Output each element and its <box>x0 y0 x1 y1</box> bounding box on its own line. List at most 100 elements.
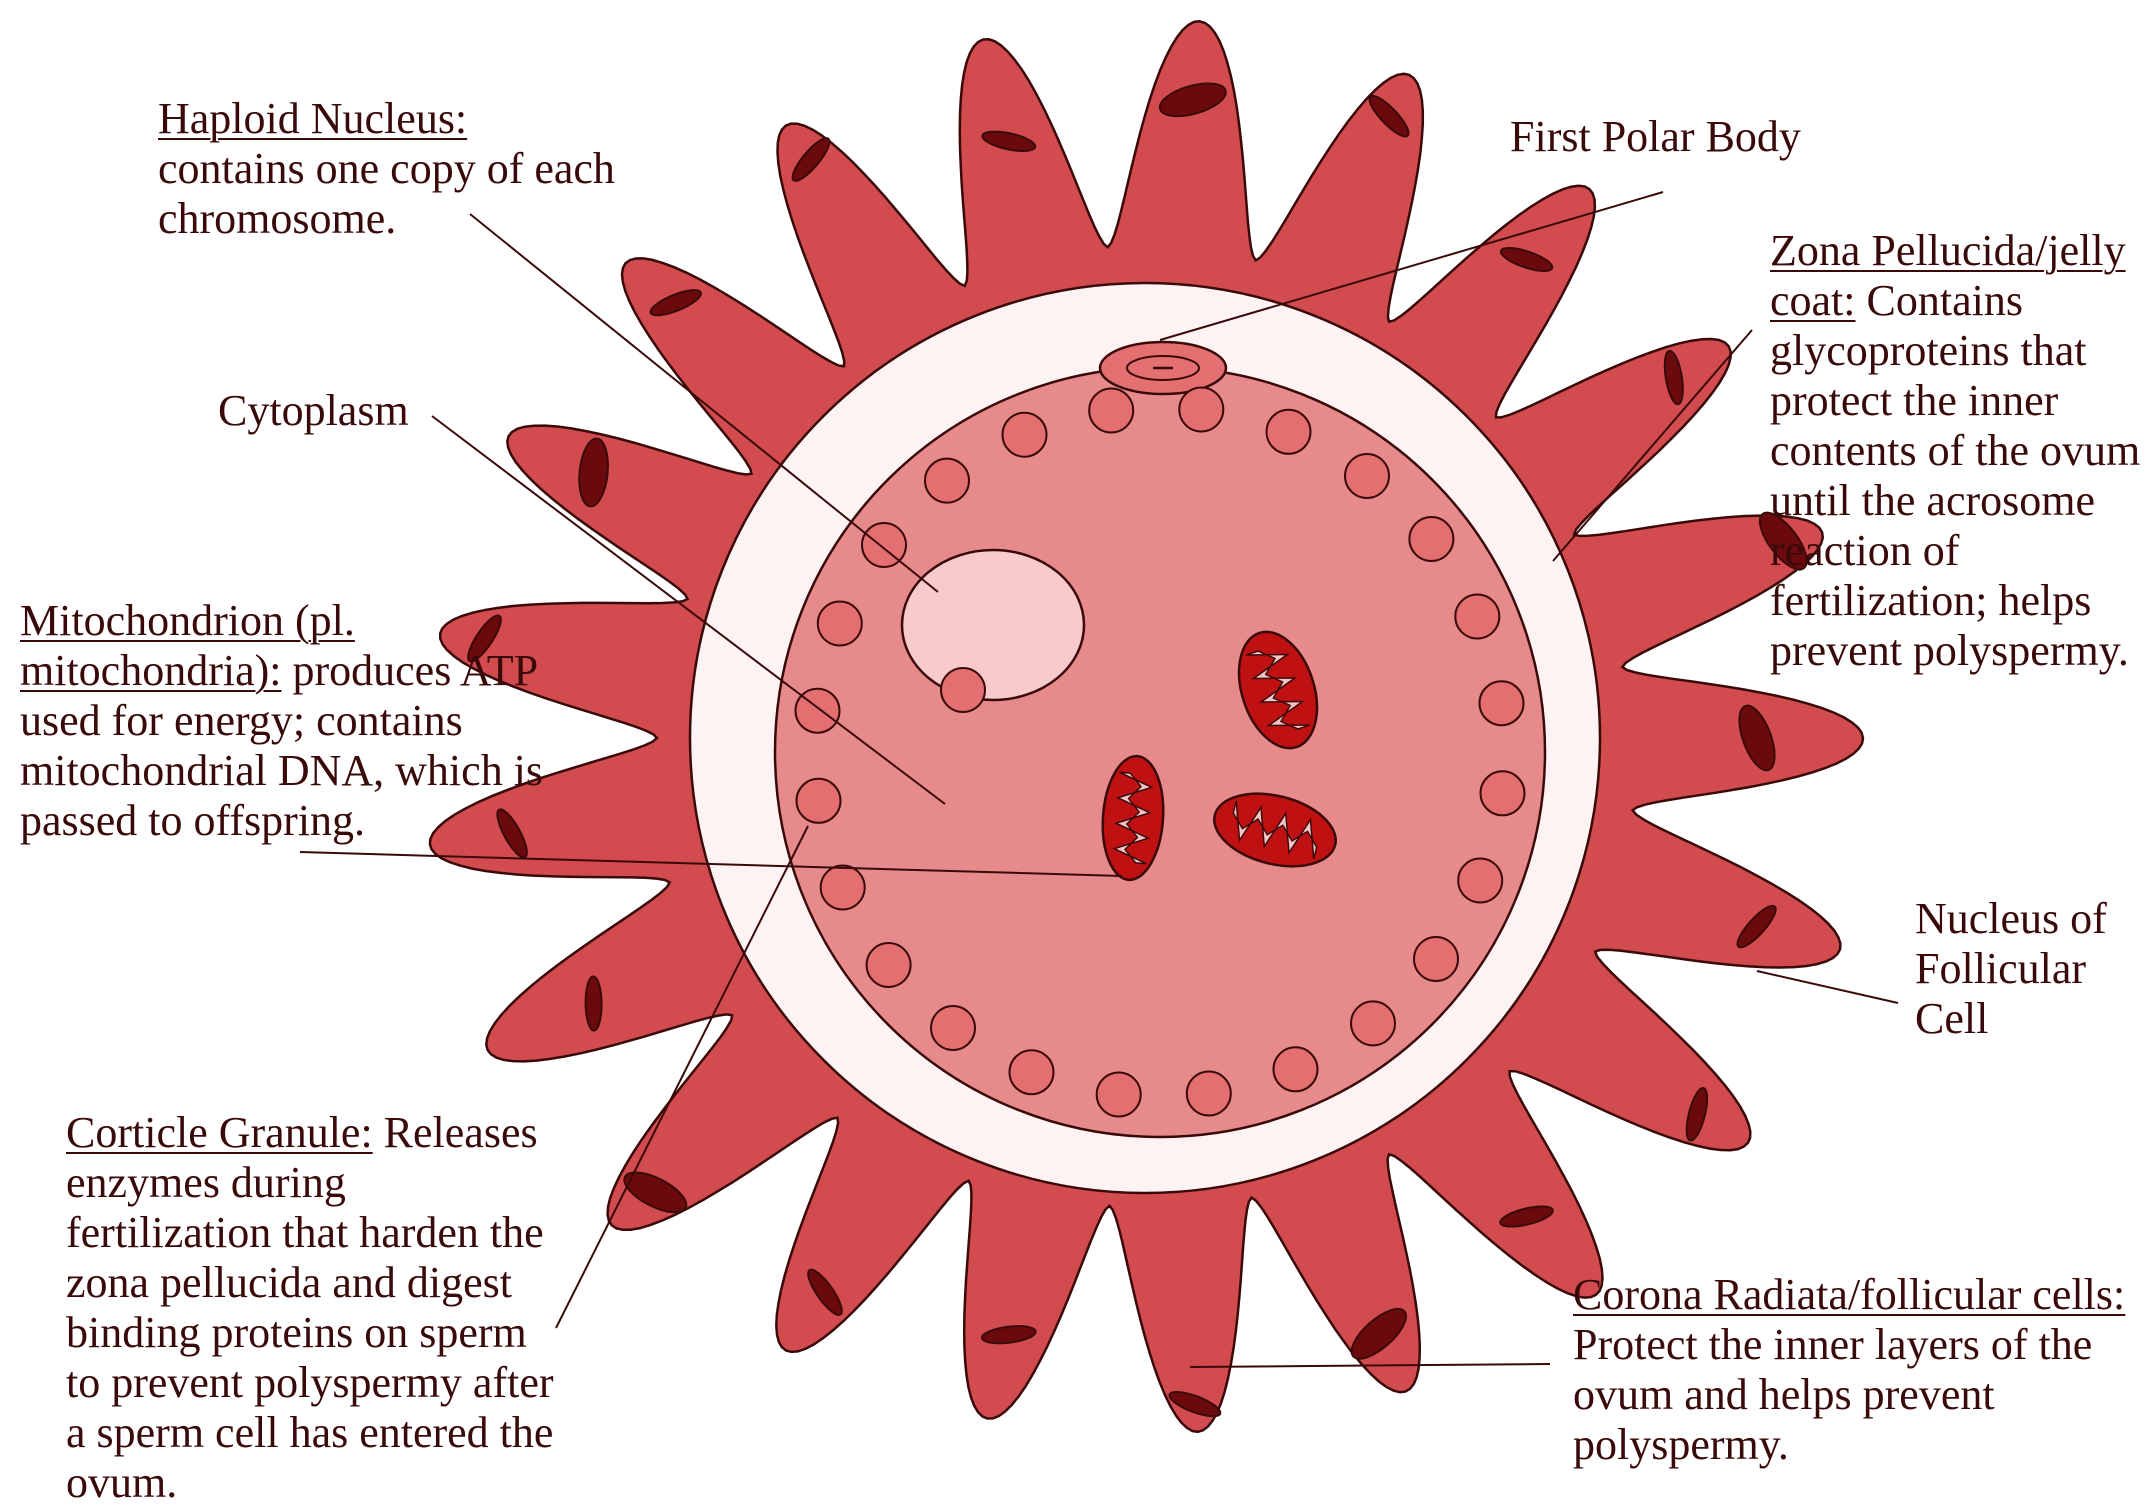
zona-pellucida-body-2: protect the inner <box>1770 376 2059 425</box>
follicular-nucleus <box>649 289 702 317</box>
cortical-granule <box>816 600 863 647</box>
cortical-granule <box>865 942 912 988</box>
follicular-nucleus-leader <box>1756 970 1899 1004</box>
follicular-nucleus <box>578 437 609 508</box>
corticle-granule-body-5: to prevent polyspermy after <box>66 1358 554 1407</box>
follicular-nucleus <box>1685 1087 1709 1142</box>
mitochondrion-heading-1: Mitochondrion (pl. <box>20 596 355 645</box>
follicular-nucleus <box>791 137 831 182</box>
corticle-granule-heading: Corticle Granule: <box>66 1108 373 1157</box>
follicular-nucleus-line-1: Nucleus of <box>1915 894 2107 943</box>
follicular-nucleus <box>467 614 502 663</box>
zona-pellucida-body-4: until the acrosome <box>1770 476 2096 525</box>
follicular-nucleus <box>1158 82 1227 118</box>
zona-pellucida-heading-2: coat: <box>1770 276 1856 325</box>
mitochondrion-line2-rest: produces ATP <box>281 646 539 695</box>
zona-pellucida-body-3: contents of the ovum <box>1770 426 2141 475</box>
haploid-nucleus-body-2: chromosome. <box>158 194 397 243</box>
follicular-nucleus <box>1738 704 1776 772</box>
mitochondria <box>1101 630 1337 882</box>
mitochondrion-body-2: mitochondrial DNA, which is <box>20 746 544 795</box>
cortical-granule <box>1479 770 1526 817</box>
cortical-granule <box>1178 386 1225 433</box>
mitochondrion <box>1237 630 1319 750</box>
first-polar-body-leader <box>1159 191 1664 341</box>
cortical-granule <box>924 457 970 504</box>
corticle-granule-body-6: a sperm cell has entered the <box>66 1408 554 1457</box>
cortical-granule <box>930 1005 976 1051</box>
follicular-nucleus <box>1350 1307 1407 1360</box>
corona-radiata-body-3: polyspermy. <box>1573 1420 1789 1469</box>
first-polar-body-text: First Polar Body <box>1510 112 1801 161</box>
cortical-granule <box>940 667 986 713</box>
first-polar-body-label: First Polar Body <box>1510 112 1801 162</box>
follicular-nucleus <box>496 808 528 859</box>
mitochondrion-cristae <box>1112 771 1154 865</box>
corticle-granule-body-2: fertilization that harden the <box>66 1208 544 1257</box>
corticle-granule-body-3: zona pellucida and digest <box>66 1258 512 1307</box>
mitochondrion-leader <box>299 851 1123 877</box>
cytoplasm-text: Cytoplasm <box>218 386 409 435</box>
corticle-granule-body-4: binding proteins on sperm <box>66 1308 527 1357</box>
zona-pellucida-body-5: reaction of <box>1770 526 1960 575</box>
corticle-granule-body-1: enzymes during <box>66 1158 346 1207</box>
haploid-nucleus-heading: Haploid Nucleus: <box>158 94 468 143</box>
corticle-granule-line1-rest: Releases <box>372 1108 538 1157</box>
follicular-nucleus <box>981 130 1037 152</box>
leader-lines <box>299 191 1899 1368</box>
mitochondrion-heading-2: mitochondria): <box>20 646 282 695</box>
follicular-nucleus <box>623 1171 688 1214</box>
zona-pellucida-body-1: glycoproteins that <box>1770 326 2087 375</box>
zona-pellucida-body-7: prevent polyspermy. <box>1770 626 2129 675</box>
follicular-nucleus <box>1663 349 1684 406</box>
zona-pellucida-label: Zona Pellucida/jelly coat: Contains glyc… <box>1770 226 2140 676</box>
mitochondrion-cristae <box>1245 650 1311 730</box>
cortical-granule <box>1344 453 1390 499</box>
follicular-nucleus <box>1758 511 1808 571</box>
corona-radiata-label: Corona Radiata/follicular cells: Protect… <box>1573 1270 2125 1470</box>
corticle-granule-leader <box>555 825 809 1329</box>
mitochondrion-cristae <box>1232 800 1318 860</box>
cortical-granules <box>794 386 1526 1118</box>
cytoplasm <box>773 365 1547 1139</box>
haploid-nucleus-label: Haploid Nucleus: contains one copy of ea… <box>158 94 615 244</box>
cortical-granule <box>1350 1000 1396 1047</box>
haploid-nucleus-body-1: contains one copy of each <box>158 144 615 193</box>
cortical-granule <box>1088 387 1135 434</box>
cortical-granule <box>1272 1046 1319 1093</box>
follicular-nucleus <box>1368 94 1410 138</box>
mitochondrion-body-3: passed to offspring. <box>20 796 366 845</box>
mitochondrion-body-1: used for energy; contains <box>20 696 463 745</box>
cortical-granule <box>1408 516 1455 562</box>
cytoplasm-leader <box>431 415 946 805</box>
corona-radiata-leader <box>1189 1363 1551 1368</box>
mitochondrion <box>1213 792 1337 868</box>
follicular-nucleus-line-2: Follicular <box>1915 944 2087 993</box>
haploid-nucleus <box>900 548 1086 702</box>
haploid-nucleus-leader <box>469 213 939 593</box>
follicular-nucleus-label: Nucleus of Follicular Cell <box>1915 894 2107 1044</box>
follicular-nucleus <box>584 975 603 1032</box>
mitochondrion-label: Mitochondrion (pl. mitochondria): produc… <box>20 596 543 846</box>
corticle-granule-body-7: ovum. <box>66 1458 178 1507</box>
zona-pellucida-line2-rest: Contains <box>1855 276 2023 325</box>
zona-pellucida-heading-1: Zona Pellucida/jelly <box>1770 226 2126 275</box>
follicular-nucleus <box>1499 247 1554 272</box>
zona-pellucida-body-6: fertilization; helps <box>1770 576 2092 625</box>
cortical-granule <box>1413 936 1459 982</box>
follicular-nucleus <box>1736 904 1777 949</box>
corona-radiata-heading: Corona Radiata/follicular cells: <box>1573 1270 2126 1319</box>
cytoplasm-label: Cytoplasm <box>218 386 409 436</box>
zona-pellucida-leader <box>1552 329 1753 562</box>
cortical-granule <box>1095 1071 1142 1118</box>
corticle-granule-label: Corticle Granule: Releases enzymes durin… <box>66 1108 554 1508</box>
follicular-nucleus <box>807 1268 843 1316</box>
corona-radiata-body-1: Protect the inner layers of the <box>1573 1320 2093 1369</box>
cortical-granule <box>1457 857 1504 904</box>
cortical-granule <box>795 777 842 824</box>
corona-radiata-body-2: ovum and helps prevent <box>1573 1370 1995 1419</box>
cortical-granule <box>1008 1049 1055 1096</box>
follicular-nucleus <box>980 1325 1037 1345</box>
mitochondrion <box>1101 754 1165 882</box>
